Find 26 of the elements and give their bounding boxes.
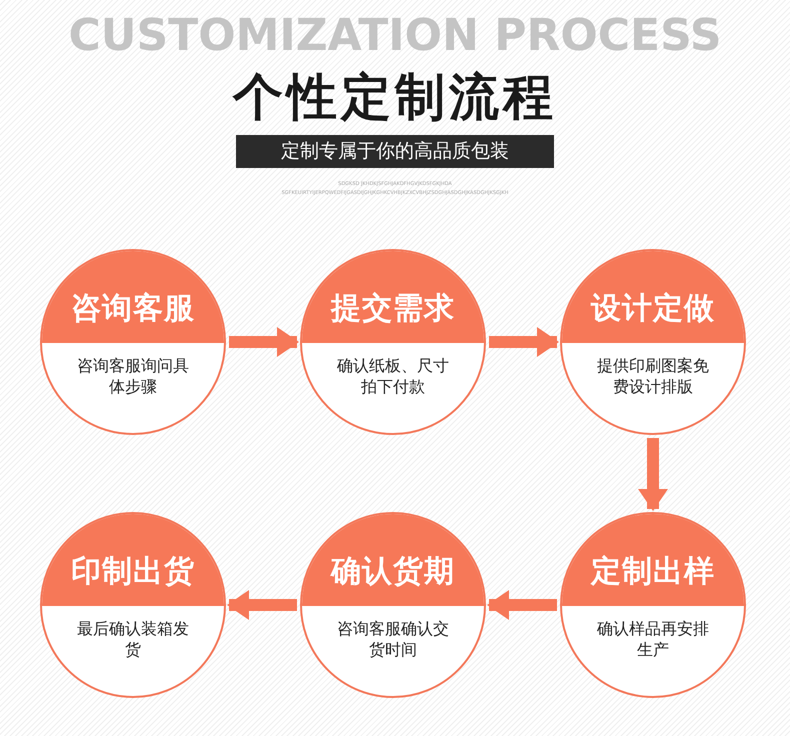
step-circle (300, 512, 486, 698)
arrow (487, 590, 557, 620)
subtitle-banner: 定制专属于你的高品质包装 (236, 135, 554, 168)
step-title: 定制出样 (562, 514, 744, 606)
step-circle (300, 249, 486, 435)
arrow (227, 590, 297, 620)
background-heading: CUSTOMIZATION PROCESS (67, 10, 723, 61)
step-description: 确认样品再安排生产 (596, 618, 710, 660)
step-circle (40, 512, 226, 698)
step-title: 设计定做 (562, 251, 744, 343)
step-description: 咨询客服询问具体步骤 (76, 355, 190, 397)
arrow (638, 438, 668, 511)
step-description: 最后确认装箱发货 (76, 618, 190, 660)
step-description: 确认纸板、尺寸拍下付款 (336, 355, 450, 397)
step-title: 印制出货 (42, 514, 224, 606)
step-circle (40, 249, 226, 435)
step-title: 确认货期 (302, 514, 484, 606)
arrow (489, 327, 559, 357)
step-circle (560, 512, 746, 698)
title: 个性定制流程 (231, 67, 558, 128)
step-circle (560, 249, 746, 435)
step-title: 咨询客服 (42, 251, 224, 343)
step-description: 提供印刷图案免费设计排版 (596, 355, 710, 397)
arrow (229, 327, 299, 357)
step-description: 咨询客服确认交货时间 (336, 618, 450, 660)
step-title: 提交需求 (302, 251, 484, 343)
